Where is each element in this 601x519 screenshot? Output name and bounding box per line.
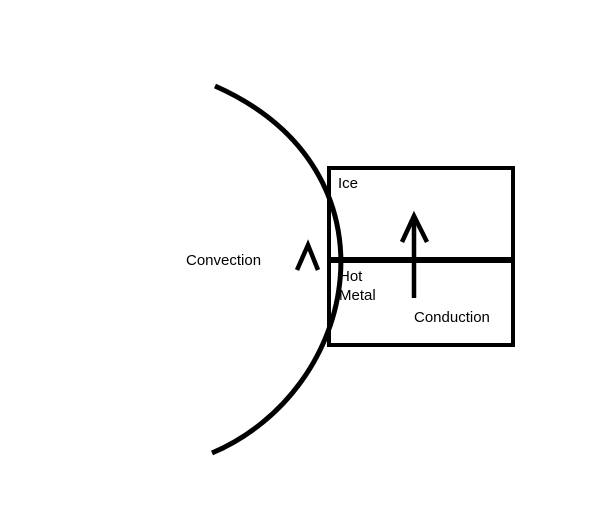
hot-metal-label-line2: Metal [339,287,376,304]
convection-arrowhead-icon [294,239,321,271]
hot-metal-label-line1: Hot [339,268,363,285]
convection-label: Convection [186,252,261,269]
conduction-label: Conduction [414,309,490,326]
convection-arc [211,83,344,456]
conduction-arrowhead-icon [399,210,430,244]
ice-label: Ice [338,175,358,192]
